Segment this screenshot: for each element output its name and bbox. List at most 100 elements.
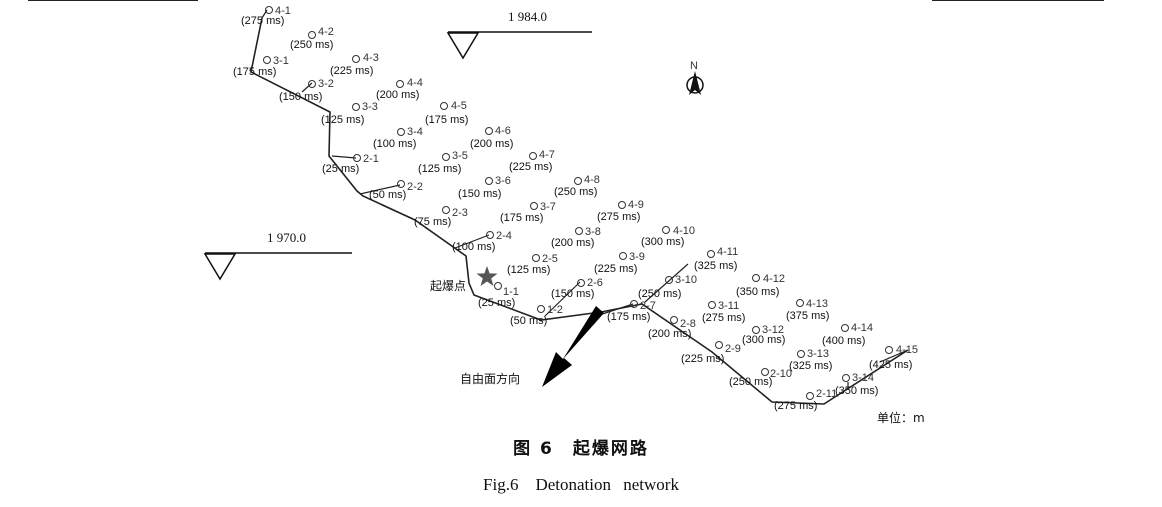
hole-delay-label: (175 ms) xyxy=(233,66,276,78)
hole-3-13: 3-13 (325 ms) xyxy=(789,348,832,372)
hole-delay-label: (175 ms) xyxy=(425,114,468,126)
detonation-network-diagram: 1 984.0 1 970.0 N 4-1 (275 ms) 4-2 (250 … xyxy=(203,5,925,425)
unit-label: 单位：m xyxy=(877,410,925,425)
hole-4-4: 4-4 (200 ms) xyxy=(376,77,423,101)
hole-delay-label: (300 ms) xyxy=(641,236,684,248)
hole-id-label: 4-13 xyxy=(806,298,828,310)
hole-delay-label: (200 ms) xyxy=(470,138,513,150)
hole-delay-label: (225 ms) xyxy=(330,65,373,77)
hole-3-12: 3-12 (300 ms) xyxy=(742,324,785,346)
hole-2-1: 2-1 (25 ms) xyxy=(322,153,379,175)
hole-4-9: 4-9 (275 ms) xyxy=(597,199,644,223)
hole-3-14: 3-14 (350 ms) xyxy=(835,372,878,397)
hole-2-9: 2-9 (225 ms) xyxy=(681,341,741,365)
hole-id-label: 3-9 xyxy=(629,251,645,263)
hole-id-label: 3-12 xyxy=(762,324,784,336)
hole-id-label: 2-11 xyxy=(816,388,837,400)
hole-delay-label: (200 ms) xyxy=(376,89,419,101)
hole-delay-label: (275 ms) xyxy=(702,312,745,324)
hole-2-3: 2-3 (75 ms) xyxy=(414,206,468,228)
hole-delay-label: (150 ms) xyxy=(279,91,322,103)
hole-delay-label: (350 ms) xyxy=(835,385,878,397)
hole-id-label: 2-7 xyxy=(640,300,656,312)
blast-holes: 4-1 (275 ms) 4-2 (250 ms) 4-3 (225 ms) 4… xyxy=(233,5,918,412)
hole-id-label: 4-6 xyxy=(495,125,511,137)
hole-id-label: 3-5 xyxy=(452,150,468,162)
hole-3-4: 3-4 (100 ms) xyxy=(373,126,423,150)
hole-delay-label: (175 ms) xyxy=(500,212,543,224)
hole-delay-label: (275 ms) xyxy=(597,211,640,223)
hole-2-8: 2-8 (200 ms) xyxy=(648,316,696,340)
top-rule-right xyxy=(932,0,1104,1)
hole-2-10: 2-10 (250 ms) xyxy=(729,368,792,388)
hole-id-label: 4-9 xyxy=(628,199,644,211)
hole-id-label: 4-11 xyxy=(717,246,738,258)
hole-id-label: 4-1 xyxy=(275,5,291,17)
hole-4-12: 4-12 (350 ms) xyxy=(736,273,785,298)
hole-delay-label: (100 ms) xyxy=(373,138,416,150)
arrow-icon xyxy=(542,306,604,387)
hole-2-7: 2-7 (175 ms) xyxy=(607,300,656,323)
hole-id-label: 3-14 xyxy=(852,372,874,384)
elevation-lower-label: 1 970.0 xyxy=(267,230,306,245)
hole-delay-label: (150 ms) xyxy=(458,188,501,200)
hole-delay-label: (325 ms) xyxy=(789,360,832,372)
hole-delay-label: (200 ms) xyxy=(551,237,594,249)
hole-id-label: 3-10 xyxy=(675,274,697,286)
hole-3-5: 3-5 (125 ms) xyxy=(418,150,468,175)
hole-delay-label: (25 ms) xyxy=(322,163,359,175)
hole-delay-label: (125 ms) xyxy=(507,264,550,276)
hole-3-1: 3-1 (175 ms) xyxy=(233,55,289,78)
hole-id-label: 2-9 xyxy=(725,343,741,355)
hole-id-label: 2-10 xyxy=(770,368,792,380)
north-label: N xyxy=(690,60,698,72)
hole-id-label: 3-6 xyxy=(495,175,511,187)
figure-caption-cn: 图 6 起爆网路 xyxy=(513,439,649,459)
hole-id-label: 3-2 xyxy=(318,78,334,90)
hole-id-label: 1-2 xyxy=(547,304,563,316)
hole-delay-label: (125 ms) xyxy=(321,114,364,126)
hole-4-10: 4-10 (300 ms) xyxy=(641,225,695,248)
hole-id-label: 4-15 xyxy=(896,344,918,356)
north-arrow-icon: N xyxy=(686,60,704,95)
hole-id-label: 3-7 xyxy=(540,201,556,213)
hole-4-1: 4-1 (275 ms) xyxy=(241,5,291,27)
hole-3-3: 3-3 (125 ms) xyxy=(321,101,378,126)
hole-delay-label: (425 ms) xyxy=(869,359,912,371)
hole-id-label: 4-8 xyxy=(584,174,600,186)
hole-delay-label: (125 ms) xyxy=(418,163,461,175)
hole-id-label: 2-2 xyxy=(407,181,423,193)
hole-delay-label: (100 ms) xyxy=(452,241,495,253)
hole-id-label: 3-8 xyxy=(585,226,601,238)
hole-id-label: 2-6 xyxy=(587,277,603,289)
hole-id-label: 4-3 xyxy=(363,52,379,64)
initiation-label: 起爆点 xyxy=(430,279,466,293)
hole-id-label: 2-1 xyxy=(363,153,379,165)
hole-4-6: 4-6 (200 ms) xyxy=(470,125,513,150)
hole-id-label: 4-5 xyxy=(451,100,467,112)
hole-delay-label: (250 ms) xyxy=(554,186,597,198)
hole-delay-label: (275 ms) xyxy=(774,400,817,412)
hole-id-label: 3-4 xyxy=(407,126,423,138)
hole-4-14: 4-14 (400 ms) xyxy=(822,322,873,347)
hole-id-label: 1-1 xyxy=(503,286,519,298)
figure-caption-en: Fig.6 Detonation network xyxy=(483,475,679,494)
hole-id-label: 4-10 xyxy=(673,225,695,237)
hole-id-label: 3-13 xyxy=(807,348,829,360)
elevation-marker-lower: 1 970.0 xyxy=(203,230,352,281)
hole-delay-label: (250 ms) xyxy=(290,39,333,51)
hole-4-7: 4-7 (225 ms) xyxy=(509,149,555,173)
hole-3-6: 3-6 (150 ms) xyxy=(458,175,511,200)
hole-4-8: 4-8 (250 ms) xyxy=(554,174,600,198)
hole-id-label: 3-11 xyxy=(718,300,739,312)
free-face-direction: 自由面方向 xyxy=(460,306,604,387)
hole-delay-label: (75 ms) xyxy=(414,216,451,228)
hole-delay-label: (250 ms) xyxy=(729,376,772,388)
elevation-upper-label: 1 984.0 xyxy=(508,9,547,24)
hole-3-9: 3-9 (225 ms) xyxy=(594,251,645,275)
star-icon xyxy=(476,266,498,286)
hole-delay-label: (225 ms) xyxy=(509,161,552,173)
free-face-label: 自由面方向 xyxy=(460,371,520,386)
hole-delay-label: (400 ms) xyxy=(822,335,865,347)
hole-delay-label: (50 ms) xyxy=(510,315,547,327)
